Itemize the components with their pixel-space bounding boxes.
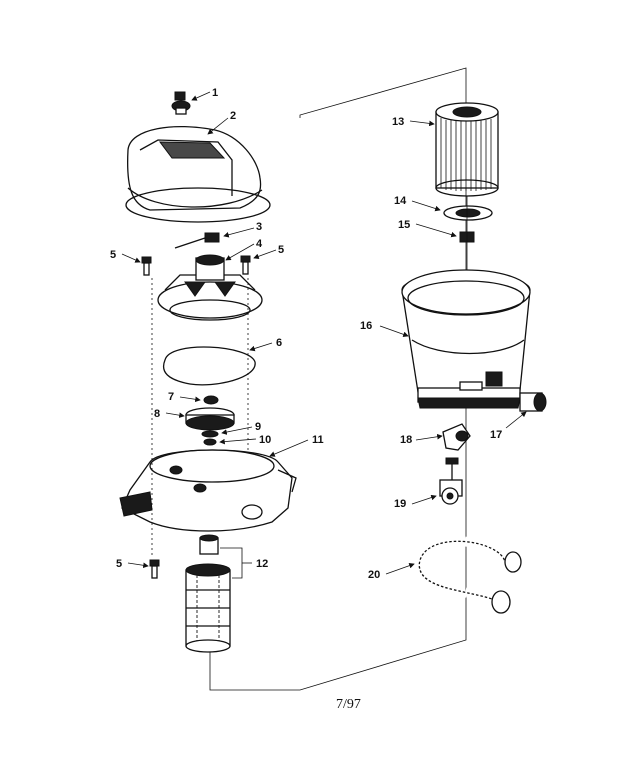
label-part-18: 18 [400,434,412,446]
label-part-1: 1 [212,87,218,99]
lid-vent-grille [158,141,226,159]
label-part-9: 9 [255,421,261,433]
label-part-16: 16 [360,320,372,332]
label-part-15: 15 [398,219,410,231]
label-part-11: 11 [312,434,324,446]
part-19-caster [439,457,463,505]
label-part-20: 20 [368,569,380,581]
part-12-float-cage [185,534,231,653]
label-part-12: 12 [256,558,268,570]
part-9-washer [201,430,219,438]
leader-lines [121,91,527,579]
part-11-housing [119,449,297,532]
label-part-5-left: 5 [110,249,116,261]
label-part-17: 17 [490,429,502,441]
label-part-14: 14 [394,195,407,207]
part-13-filter [435,102,499,197]
part-7-nut [203,395,219,405]
part-10-spacer [203,438,217,446]
part-2-lid [125,125,271,223]
label-part-10: 10 [259,434,271,446]
label-part-8: 8 [154,408,160,420]
part-14-retainer [443,205,493,221]
part-16-tank [401,269,531,409]
label-part-2: 2 [230,110,236,122]
part-6-gasket [163,346,256,386]
part-18-caster-bracket [442,423,471,451]
part-1-knob [171,91,191,115]
label-part-5-bottom: 5 [116,558,122,570]
label-part-6: 6 [276,337,282,349]
part-8-impeller [185,407,235,431]
footer-date-code: 7/97 [336,697,361,712]
label-part-13: 13 [392,116,404,128]
part-20-hose [414,536,522,614]
label-part-3: 3 [256,221,262,233]
label-part-7: 7 [168,391,174,403]
part-3-switch [174,232,220,249]
part-5-screw-left [141,256,152,276]
label-part-4: 4 [256,238,263,250]
part-5-screw-bottom [149,559,160,579]
part-4-motor [157,254,263,321]
part-17-drain-cap [519,392,547,412]
label-part-5-right: 5 [278,244,284,256]
label-part-19: 19 [394,498,406,510]
part-5-screw-right [240,255,251,275]
assembly-bracket [209,67,467,691]
